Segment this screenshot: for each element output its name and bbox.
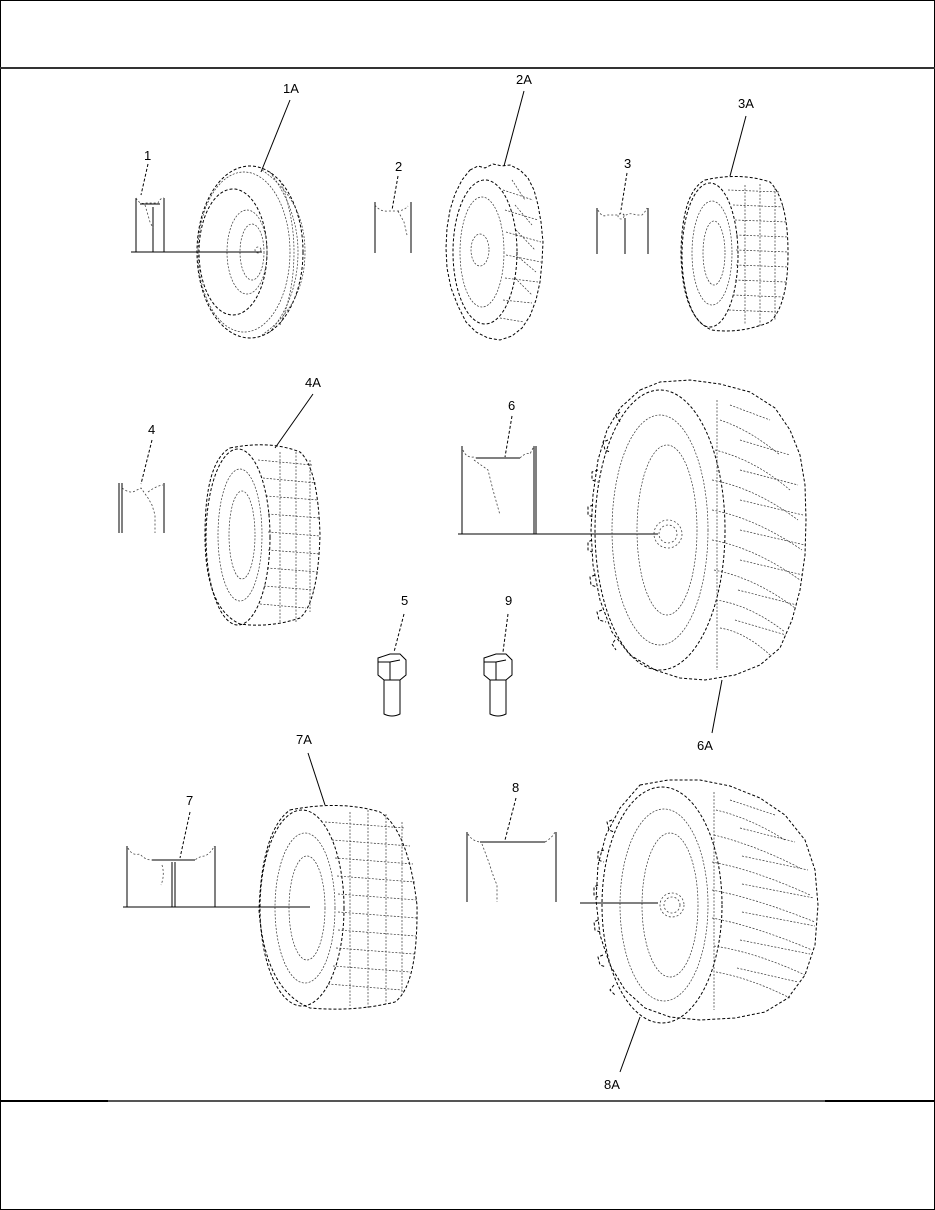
callout-7A: 7A [296, 732, 312, 747]
footer-divider-left [0, 1100, 108, 1102]
callout-8: 8 [512, 780, 519, 795]
callout-7: 7 [186, 793, 193, 808]
tire-2A: 2A [445, 72, 544, 341]
callout-3: 3 [624, 156, 631, 171]
bolt-9: 9 [483, 593, 513, 717]
callout-4: 4 [148, 422, 155, 437]
tire-3A: 3A [680, 96, 789, 332]
tire-8A: 8A [593, 779, 819, 1092]
callout-2A: 2A [516, 72, 532, 87]
callout-1: 1 [144, 148, 151, 163]
callout-3A: 3A [738, 96, 754, 111]
tire-4A: 4A [204, 375, 321, 626]
tire-7A: 7A [258, 732, 418, 1010]
tire-1A: 1A [196, 81, 306, 339]
callout-2: 2 [395, 159, 402, 174]
callout-6: 6 [508, 398, 515, 413]
tire-6A: 6A [587, 379, 807, 753]
footer-divider-right [825, 1100, 935, 1102]
callout-9: 9 [505, 593, 512, 608]
header-box [0, 0, 935, 69]
rim-2: 2 [374, 159, 412, 253]
rim-4: 4 [118, 422, 165, 533]
footer-box [0, 1100, 935, 1210]
callout-4A: 4A [305, 375, 321, 390]
callout-8A: 8A [604, 1077, 620, 1092]
callout-6A: 6A [697, 738, 713, 753]
rim-8: 8 [466, 780, 557, 902]
rim-7: 7 [126, 793, 216, 907]
rim-3: 3 [596, 156, 649, 254]
rim-6: 6 [461, 398, 537, 534]
callout-5: 5 [401, 593, 408, 608]
bolt-5: 5 [377, 593, 408, 717]
callout-1A: 1A [283, 81, 299, 96]
rim-1: 1 [135, 148, 165, 252]
